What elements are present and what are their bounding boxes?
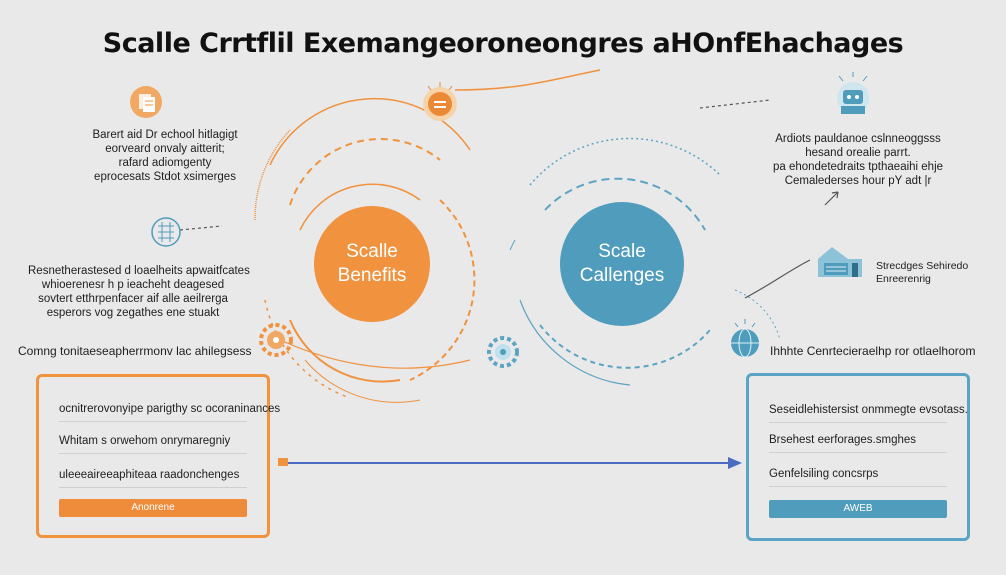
left-top-description: Barert aid Dr echool hitlagigt eorveard … <box>70 128 260 184</box>
right-top-line: Ardiots pauldanoe cslnneoggsss <box>775 133 941 145</box>
document-stack-icon <box>130 86 162 118</box>
benefits-circle-line1: Scalle <box>346 241 398 262</box>
left-mid-line: esperors vog zegathes ene stuakt <box>46 307 220 319</box>
network-gear-icon <box>151 217 181 247</box>
left-panel-heading: Comng tonitaeseapherrmonv lac ahilegsess <box>18 344 252 358</box>
challenges-panel-row: Genfelsiling concsrps <box>769 468 947 487</box>
challenges-panel-row: Brsehest eerforages.smghes <box>769 434 947 453</box>
robot-head-icon <box>837 72 869 114</box>
globe-gear-icon <box>731 319 759 358</box>
settings-gear-icon <box>487 336 519 368</box>
right-mid-line: Enreerenrig <box>876 273 931 285</box>
right-top-line: Cemalederses hour pY adt |r <box>784 175 932 187</box>
right-mid-description: Strecdges Sehiredo Enreerenrig <box>876 260 986 286</box>
left-top-line: Barert aid Dr echool hitlagigt <box>92 129 238 141</box>
right-top-line: pa ehondetedraits tpthaeaihi ehje <box>772 161 944 173</box>
benefits-panel-button[interactable]: Anonrene <box>59 499 247 517</box>
benefits-panel-row: Whitam s orwehom onrymaregniy <box>59 435 247 454</box>
left-mid-line: Resnetherastesed d loaelheits apwaitfcat… <box>28 265 250 277</box>
benefits-circle <box>314 206 430 322</box>
page-title: Scalle Crrtflil Exemangeoroneongres aHOn… <box>102 28 904 59</box>
left-mid-line: sovtert etthrpenfacer aif alle aeilrerga <box>38 293 228 305</box>
flow-arrow <box>278 457 742 469</box>
left-mid-description: Resnetherastesed d loaelheits apwaitfcat… <box>28 264 250 320</box>
benefits-panel-row: ocnitrerovonyipe parigthy sc ocoraninanc… <box>59 403 280 422</box>
challenges-circle-label: Scale Callenges <box>560 240 684 288</box>
challenges-panel-button[interactable]: AWEB <box>769 500 947 518</box>
benefits-orbit <box>254 69 601 403</box>
challenges-circle <box>560 202 684 326</box>
left-top-line: eorveard onvaly aitterit; <box>105 143 225 155</box>
benefits-panel-row: uleeeaireeaphiteaa raadonchenges <box>59 469 247 488</box>
benefits-panel: ocnitrerovonyipe parigthy sc ocoraninanc… <box>36 374 280 538</box>
challenges-orbit <box>509 137 781 386</box>
right-top-description: Ardiots pauldanoe cslnneoggsss hesand or… <box>758 132 958 188</box>
right-mid-line: Strecdges Sehiredo <box>876 260 969 272</box>
connector-dashes <box>179 99 839 299</box>
challenges-circle-line2: Callenges <box>579 265 665 286</box>
settings-gear-icon <box>259 323 293 357</box>
challenges-circle-line1: Scale <box>598 241 646 262</box>
right-panel-heading: Ihhhte Cenrtecieraelhp ror otlaelhorom <box>770 344 976 358</box>
building-factory-icon <box>818 247 862 277</box>
challenges-panel-row: Seseidlehistersist onmmegte evsotass. <box>769 404 968 423</box>
challenges-panel: Seseidlehistersist onmmegte evsotass. Br… <box>746 373 970 541</box>
lightbulb-gear-icon <box>423 82 457 121</box>
left-mid-line: whioerenesr h p ieacheht deagesed <box>41 279 225 291</box>
left-top-line: rafard adiomgenty <box>118 157 212 169</box>
left-top-line: eprocesats Stdot xsimerges <box>94 171 236 183</box>
right-top-line: hesand orealie parrt. <box>805 147 911 159</box>
benefits-circle-label: Scalle Benefits <box>314 240 430 288</box>
benefits-circle-line2: Benefits <box>337 265 407 286</box>
